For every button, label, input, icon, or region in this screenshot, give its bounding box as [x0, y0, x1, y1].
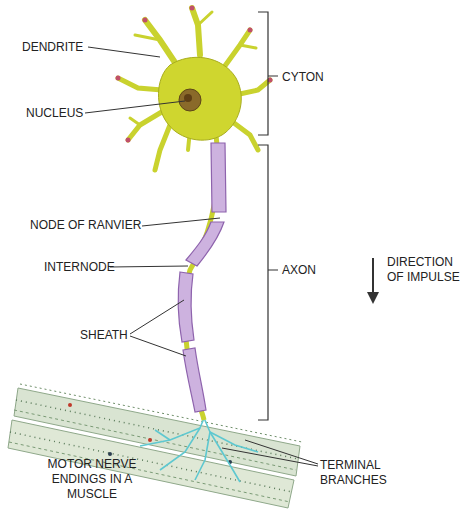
- leader-line: [85, 101, 185, 113]
- sheath-segment: [186, 222, 224, 266]
- bracket: [258, 145, 278, 420]
- dendrites: [118, 8, 270, 170]
- leader-line: [222, 448, 318, 466]
- impulse-arrow: [372, 258, 374, 298]
- leader-line: [130, 336, 186, 356]
- region-label: AXON: [282, 263, 342, 278]
- branch: [155, 430, 170, 440]
- muscle-nucleus: [148, 438, 152, 442]
- leader-line: [142, 218, 220, 226]
- sheath-segment: [183, 348, 206, 412]
- cell-body: [158, 57, 241, 140]
- dendrite-tip: [126, 138, 131, 143]
- part-label: TERMINAL BRANCHES: [320, 458, 400, 488]
- sheath-segment: [211, 143, 226, 212]
- terminal-branches: [140, 418, 258, 482]
- region-label: CYTON: [282, 70, 352, 85]
- leader-line: [130, 300, 184, 334]
- nucleolus: [184, 94, 192, 102]
- part-label: DENDRITE: [22, 40, 102, 55]
- dendrite-tip: [248, 28, 253, 33]
- muscle-fibre: [8, 420, 294, 508]
- direction-note: DIRECTION OF IMPULSE: [387, 255, 465, 285]
- dendrite: [192, 8, 200, 55]
- part-label: MOTOR NERVE ENDINGS IN A MUSCLE: [38, 457, 146, 502]
- dendrite: [155, 125, 170, 170]
- sheath-segment: [178, 272, 194, 342]
- dendrite: [135, 35, 160, 40]
- dendrite: [130, 118, 140, 125]
- leader-line: [245, 440, 318, 464]
- leader-line: [110, 266, 188, 267]
- muscle-nucleus: [68, 403, 72, 407]
- myelin-sheath: [178, 143, 226, 412]
- dendrite-tip: [190, 6, 195, 11]
- muscle-striation: [16, 400, 298, 459]
- part-label: INTERNODE: [44, 260, 119, 275]
- muscle-striation: [20, 384, 302, 442]
- branch: [195, 418, 210, 480]
- leader-lines: [85, 47, 318, 466]
- muscle-fibres: [8, 384, 302, 508]
- dendrite: [240, 45, 256, 48]
- dendrite-tip: [116, 76, 121, 81]
- dendrite: [222, 30, 250, 70]
- brackets: [258, 12, 278, 420]
- branch: [140, 418, 204, 446]
- dendrite: [118, 78, 162, 90]
- dendrite-tips: [116, 6, 273, 143]
- nucleus: [179, 89, 201, 111]
- dendrite: [128, 110, 165, 140]
- dendrite-tip: [143, 18, 148, 23]
- branch: [160, 428, 200, 470]
- dendrite: [198, 12, 212, 25]
- bracket: [258, 12, 278, 135]
- muscle-nucleus: [108, 452, 112, 456]
- part-label: NUCLEUS: [26, 106, 96, 121]
- leader-line: [88, 47, 160, 57]
- muscle-striation: [9, 442, 290, 502]
- dendrite: [230, 120, 258, 150]
- part-label: SHEATH: [80, 328, 140, 343]
- part-label: NODE OF RANVIER: [30, 218, 150, 233]
- branch: [210, 432, 240, 482]
